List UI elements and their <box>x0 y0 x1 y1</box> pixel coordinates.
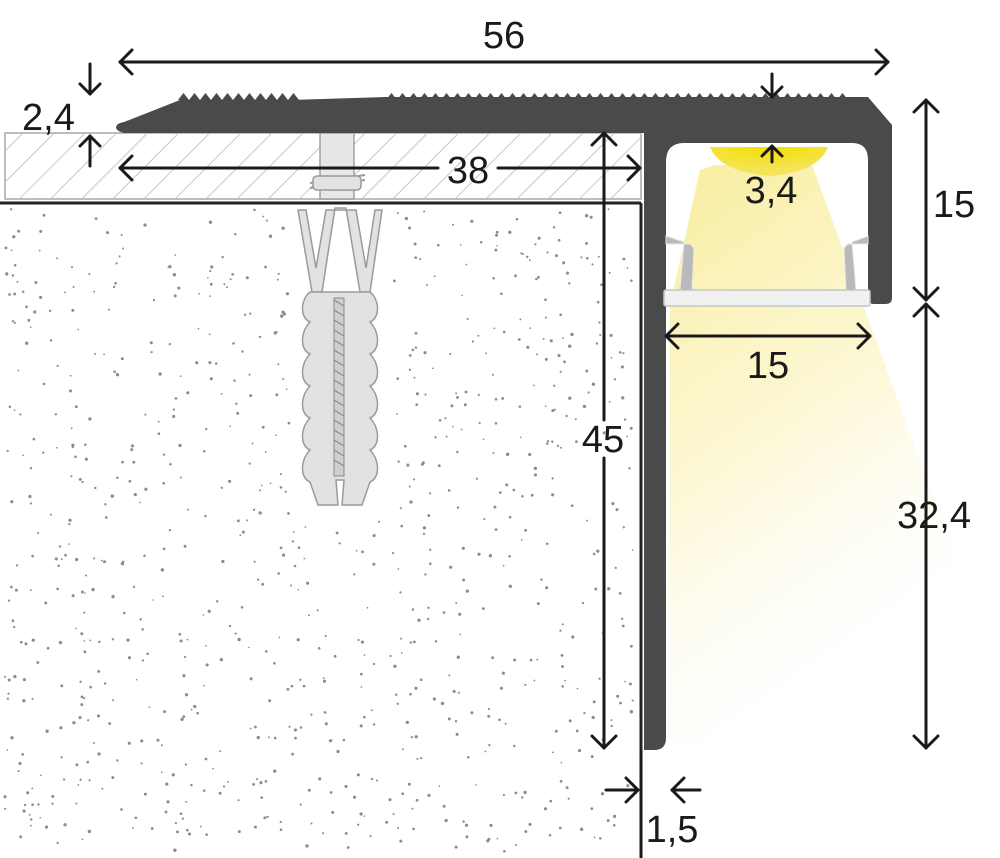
wall-plug-anchor <box>297 132 383 506</box>
led-strip-housing <box>663 235 871 307</box>
dimension-label-led-channel-depth: 3,4 <box>745 170 798 212</box>
dimension-label-channel-width: 15 <box>747 345 789 387</box>
diffuser-cover <box>663 289 871 307</box>
dimension-label-channel-height: 15 <box>933 184 975 226</box>
anti-slip-ridges <box>178 93 848 100</box>
dimension-label-nosing-thickness: 2,4 <box>22 97 75 139</box>
dimension-label-riser-leg-height: 45 <box>582 419 624 461</box>
dimension-label-tread-depth: 38 <box>447 150 489 192</box>
screw-shaft <box>333 297 345 477</box>
led-light-beam <box>670 165 1000 745</box>
dimension-lines <box>78 48 940 804</box>
dimension-label-lower-leg-height: 32,4 <box>897 495 971 537</box>
concrete-texture <box>3 208 634 853</box>
dimension-label-wall-thickness: 1,5 <box>646 809 699 851</box>
dimension-label-overall-width: 56 <box>483 15 525 57</box>
led-light-core <box>710 147 828 176</box>
